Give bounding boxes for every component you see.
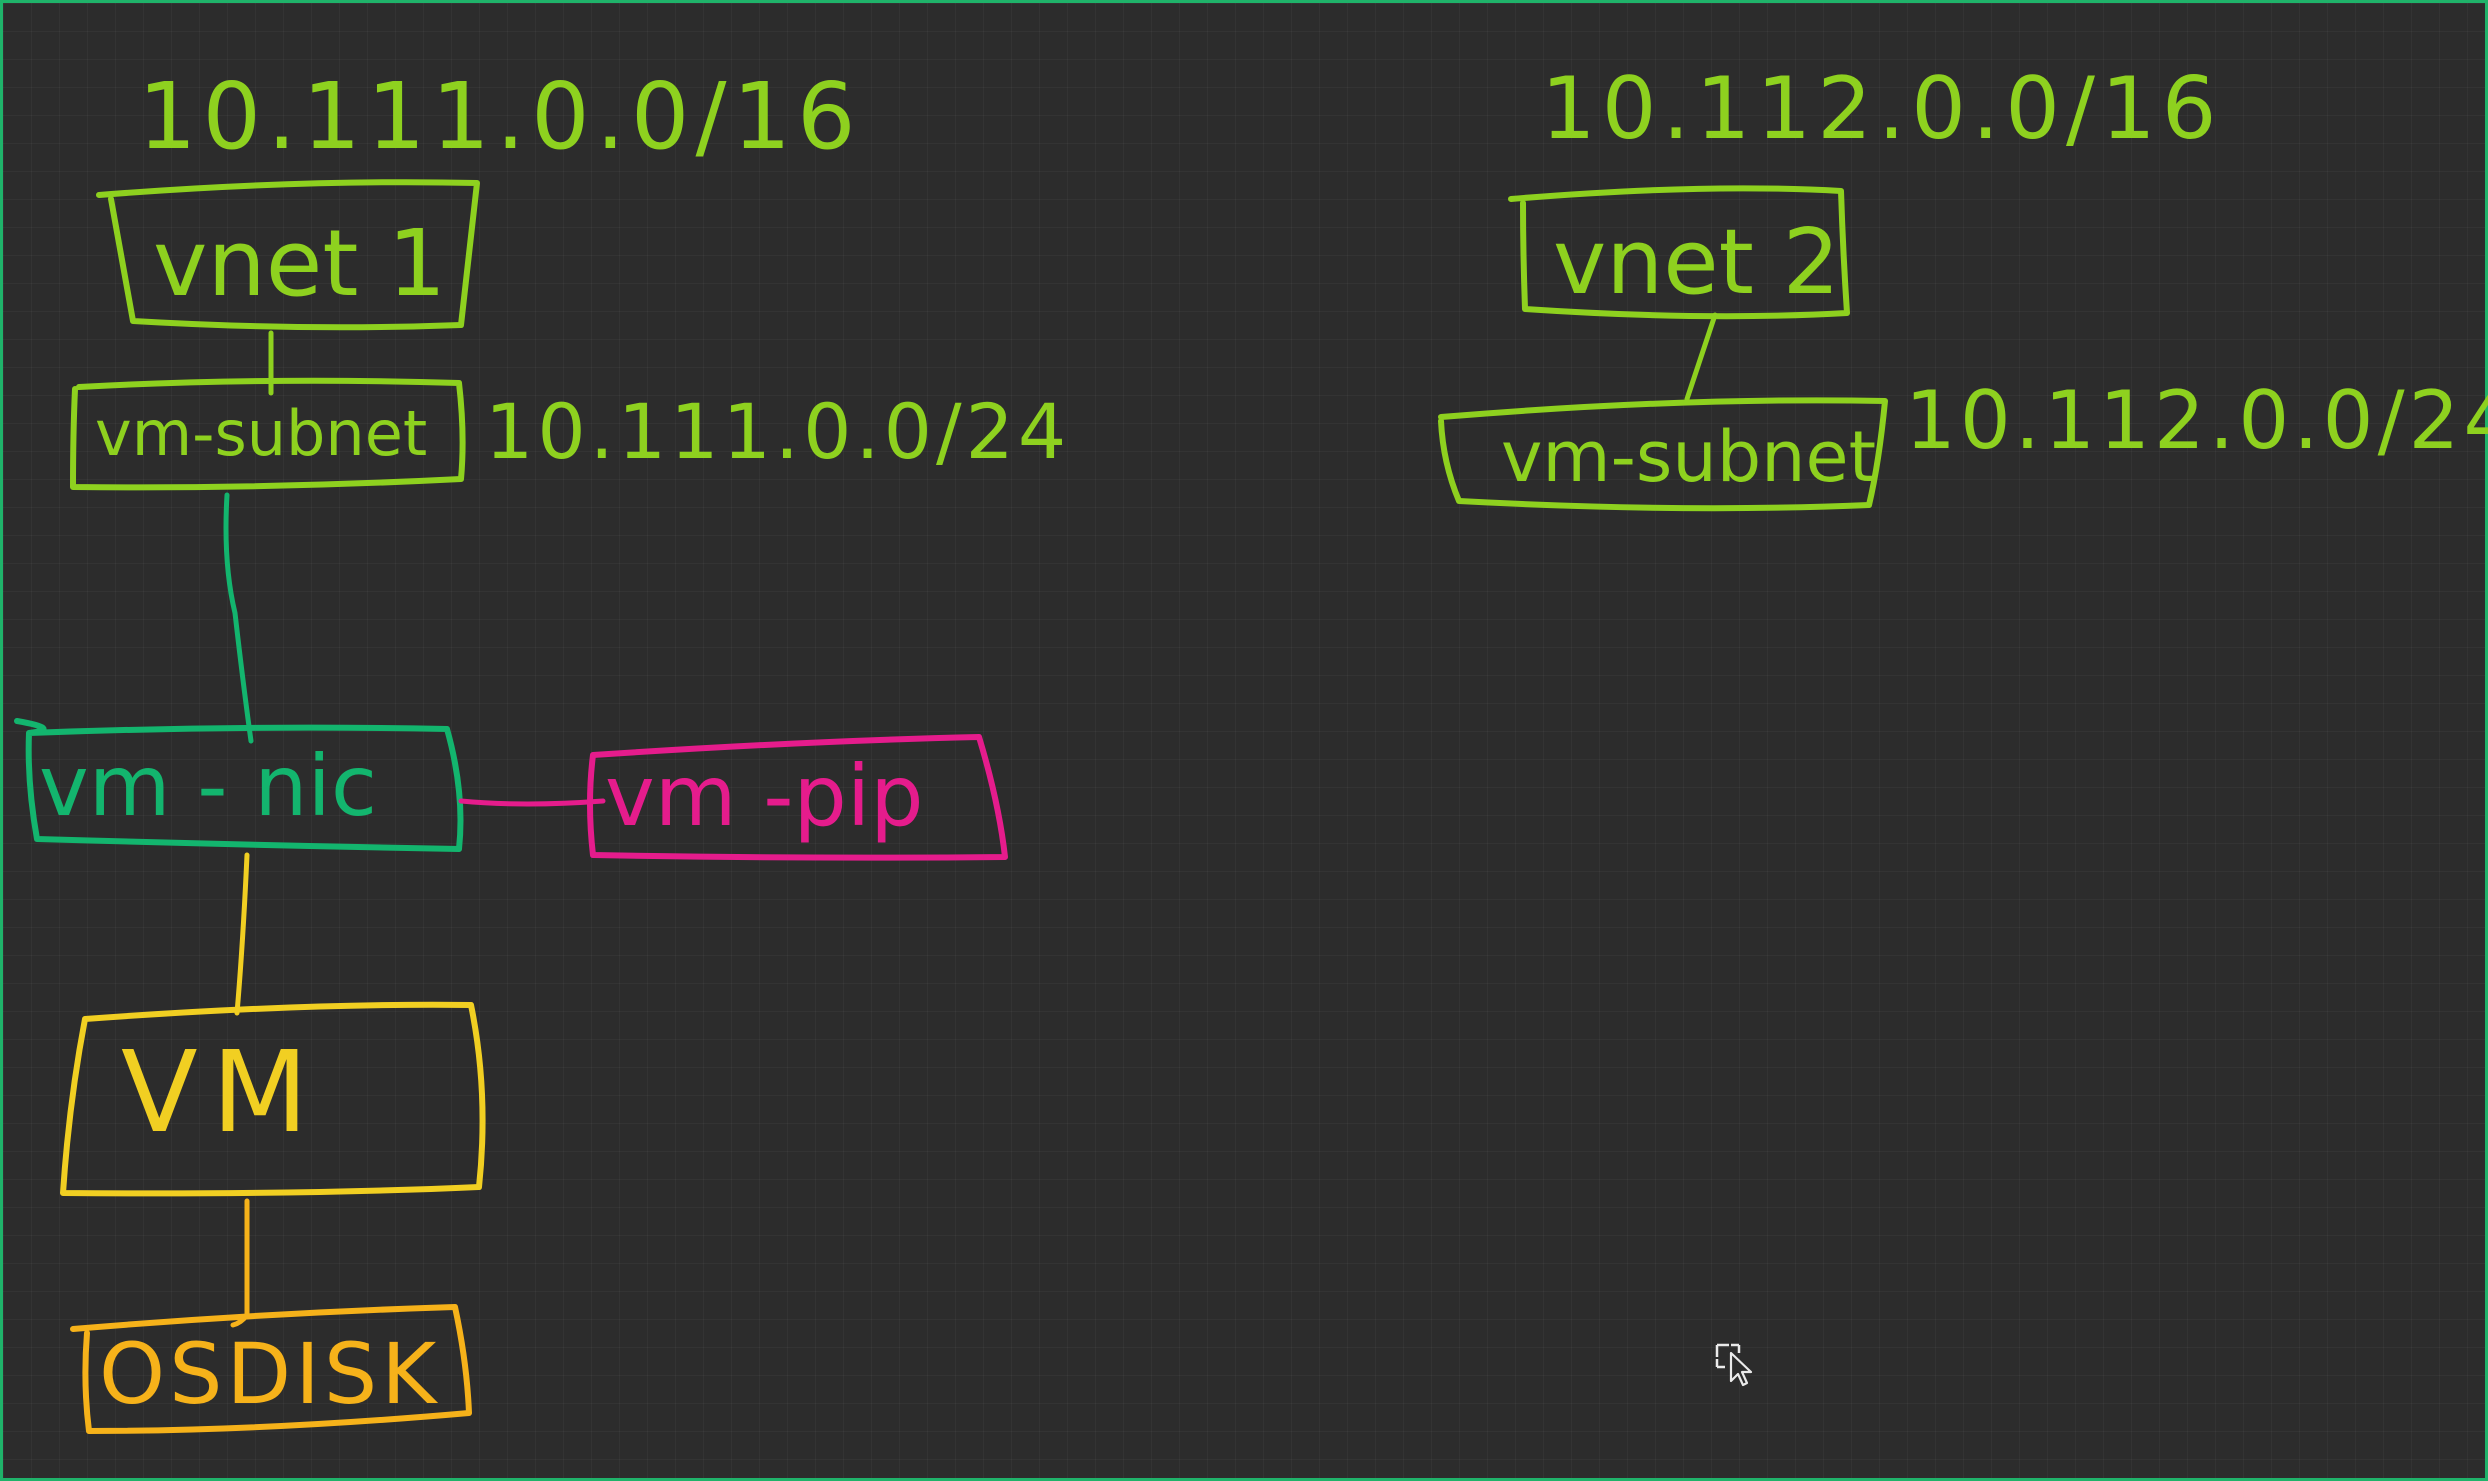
vnet2-node[interactable]: vnet 2 [1508, 185, 1850, 320]
vm-subnet-2-label: vm-subnet [1501, 416, 1876, 498]
vnet1-node[interactable]: vnet 1 [96, 179, 480, 331]
vm-box [60, 1001, 486, 1197]
vm-nic-box [14, 718, 464, 852]
vm-label: VM [121, 1028, 322, 1158]
vm-subnet-1-label: vm-subnet [95, 397, 427, 470]
vnet1-box [96, 179, 480, 331]
osdisk-label: OSDISK [99, 1325, 440, 1423]
vm-pip-box [587, 734, 1008, 861]
vm-subnet-1-node[interactable]: vm-subnet [70, 377, 466, 491]
nic-vm-connector [234, 852, 250, 1016]
vm-disk-connector [230, 1198, 250, 1328]
vm-subnet-2-cidr-label: 10.112.0.0/24 [1905, 374, 2488, 467]
vnet2-label: vnet 2 [1553, 210, 1840, 315]
vnet2-box [1508, 185, 1850, 320]
osdisk-node[interactable]: OSDISK [70, 1304, 472, 1434]
vnet2-cidr-label: 10.112.0.0/16 [1541, 59, 2222, 159]
vm-node[interactable]: VM [60, 1001, 486, 1197]
vm-nic-label: vm - nic [39, 737, 377, 835]
vnet1-label: vnet 1 [153, 210, 446, 317]
subnet-nic-connector [223, 492, 254, 744]
osdisk-box [70, 1304, 472, 1434]
move-cursor-icon [1715, 1343, 1753, 1387]
vm-pip-label: vm -pip [605, 747, 924, 845]
nic-pip-connector [458, 798, 606, 807]
vnet1-cidr-label: 10.111.0.0/16 [138, 63, 862, 170]
vm-subnet-1-cidr-label: 10.111.0.0/24 [485, 387, 1070, 476]
network-diagram: 10.111.0.0/16 vnet 1 vm-subnet 10.111.0.… [14, 59, 2488, 1434]
vm-subnet-1-box [70, 377, 466, 491]
vm-subnet-2-box [1438, 397, 1888, 512]
vnet2-subnet-connector [1684, 312, 1718, 402]
vm-pip-node[interactable]: vm -pip [587, 734, 1008, 861]
vm-nic-node[interactable]: vm - nic [14, 718, 464, 852]
vm-subnet-2-node[interactable]: vm-subnet [1438, 397, 1888, 512]
